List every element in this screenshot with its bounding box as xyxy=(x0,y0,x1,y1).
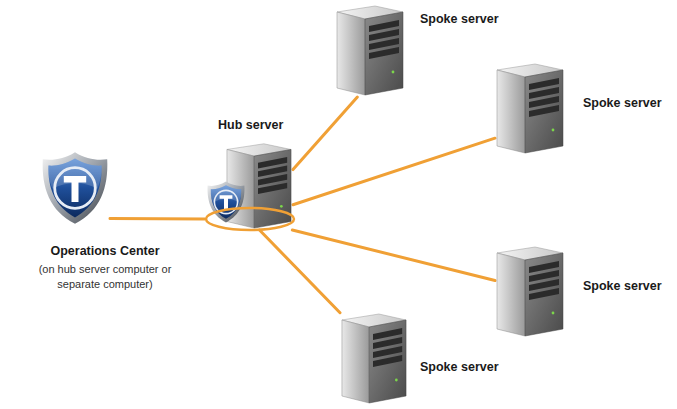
server-label: Spoke server xyxy=(420,360,499,374)
server-label: Spoke server xyxy=(583,96,662,110)
server-label: Hub server xyxy=(218,118,283,132)
spoke-server: Spoke server xyxy=(495,60,565,155)
node-title: Operations Center xyxy=(5,244,205,258)
network-link xyxy=(293,97,357,170)
hub-server: Hub server xyxy=(205,140,293,230)
server-icon xyxy=(225,140,293,230)
server-icon xyxy=(495,60,565,155)
network-link xyxy=(110,218,205,219)
server-icon xyxy=(335,2,405,97)
network-link xyxy=(293,138,495,205)
node-note: (on hub server computer or separate comp… xyxy=(35,262,175,292)
spoke-server: Spoke server xyxy=(335,2,405,97)
shield-icon xyxy=(40,148,110,228)
shield-badge xyxy=(205,180,247,224)
server-icon xyxy=(495,243,565,338)
spoke-server: Spoke server xyxy=(340,310,408,405)
server-label: Spoke server xyxy=(420,12,499,26)
node-caption: Operations Center (on hub server computer… xyxy=(5,244,205,292)
server-label: Spoke server xyxy=(583,279,662,293)
network-link xyxy=(292,230,495,281)
server-icon xyxy=(340,310,408,405)
spoke-server: Spoke server xyxy=(495,243,565,338)
network-link xyxy=(260,230,340,313)
operations-center: Operations Center(on hub server computer… xyxy=(40,148,110,228)
